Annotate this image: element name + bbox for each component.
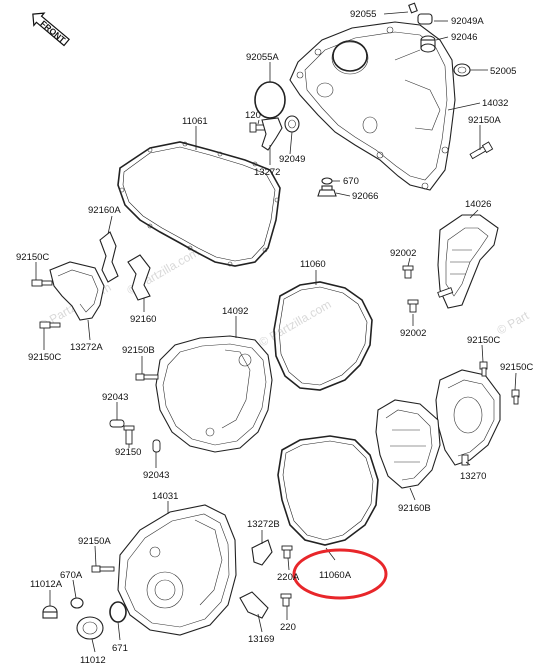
front-label: FRONT xyxy=(39,18,68,45)
bolt-92150[interactable] xyxy=(123,425,135,445)
gasket-11060A[interactable] xyxy=(277,435,379,546)
bolt-220[interactable] xyxy=(280,593,292,607)
bolt-92150C-b[interactable] xyxy=(39,321,61,329)
label-120[interactable]: 120 xyxy=(245,110,261,121)
plate-13272[interactable] xyxy=(261,117,283,151)
label-11012[interactable]: 11012 xyxy=(80,655,106,666)
label-92150C-c[interactable]: 92150C xyxy=(467,335,500,346)
leader-lines xyxy=(35,11,517,653)
part-labels: 92055 92049A 92046 52005 14032 92150A 92… xyxy=(16,9,533,666)
label-92055A[interactable]: 92055A xyxy=(246,52,279,63)
label-670[interactable]: 670 xyxy=(343,176,359,187)
o-ring-92055[interactable] xyxy=(332,40,368,72)
cover-14031[interactable] xyxy=(117,504,237,636)
bolt-92002-b[interactable] xyxy=(407,299,419,313)
gasket-11061[interactable] xyxy=(117,141,281,267)
label-52005[interactable]: 52005 xyxy=(490,66,516,77)
cover-14092[interactable] xyxy=(155,335,273,453)
label-92150A[interactable]: 92150A xyxy=(468,115,501,126)
bolt-92002-a[interactable] xyxy=(402,265,414,279)
bolt-13270-lower[interactable] xyxy=(461,454,469,466)
label-92043-b[interactable]: 92043 xyxy=(143,470,169,481)
label-220A[interactable]: 220A xyxy=(277,572,300,583)
label-92160B[interactable]: 92160B xyxy=(398,503,431,514)
label-13272B[interactable]: 13272B xyxy=(247,519,280,530)
label-11060[interactable]: 11060 xyxy=(300,259,326,270)
label-14031[interactable]: 14031 xyxy=(152,491,178,502)
bolt-220A[interactable] xyxy=(281,545,293,559)
bolt-92150A-lower[interactable] xyxy=(91,565,115,573)
label-92002-b[interactable]: 92002 xyxy=(400,328,426,339)
label-92160[interactable]: 92160 xyxy=(130,314,156,325)
label-92150[interactable]: 92150 xyxy=(115,447,141,458)
label-11061[interactable]: 11061 xyxy=(182,116,208,127)
cover-14032[interactable] xyxy=(289,21,456,191)
o-ring-671[interactable] xyxy=(109,601,127,623)
highlight-circle xyxy=(292,548,388,600)
plate-13270[interactable] xyxy=(435,369,501,466)
seal-92049[interactable] xyxy=(284,115,300,133)
bolt-92150C-mid[interactable] xyxy=(437,287,454,298)
label-92150B[interactable]: 92150B xyxy=(122,345,155,356)
bolt-92150C-a[interactable] xyxy=(31,279,53,287)
bolt-92150B[interactable] xyxy=(135,373,159,381)
damper-92160B[interactable] xyxy=(375,399,441,489)
label-92150C-a[interactable]: 92150C xyxy=(16,252,49,263)
label-13272A[interactable]: 13272A xyxy=(70,342,103,353)
label-92049A[interactable]: 92049A xyxy=(451,16,484,27)
label-92049[interactable]: 92049 xyxy=(279,154,305,165)
watermark: © Part xyxy=(495,308,532,338)
label-14032[interactable]: 14032 xyxy=(482,98,508,109)
label-92150C-b[interactable]: 92150C xyxy=(28,352,61,363)
label-92043-a[interactable]: 92043 xyxy=(102,392,128,403)
dowel-92043-b[interactable] xyxy=(152,439,161,453)
plate-13272A[interactable] xyxy=(49,261,105,321)
part-670[interactable] xyxy=(321,177,333,185)
label-92150A-b[interactable]: 92150A xyxy=(78,536,111,547)
bolt-92150A[interactable] xyxy=(469,141,494,160)
label-14092[interactable]: 14092 xyxy=(222,306,248,317)
plate-13169[interactable] xyxy=(239,591,269,619)
label-92002-a[interactable]: 92002 xyxy=(390,248,416,259)
label-671[interactable]: 671 xyxy=(112,643,128,654)
o-ring-670A[interactable] xyxy=(70,597,84,609)
damper-92160[interactable] xyxy=(127,254,151,301)
label-92055[interactable]: 92055 xyxy=(350,9,376,20)
label-92046[interactable]: 92046 xyxy=(451,32,477,43)
gasket-11060[interactable] xyxy=(273,281,373,391)
label-14026[interactable]: 14026 xyxy=(465,199,491,210)
label-11060A[interactable]: 11060A xyxy=(319,570,352,581)
part-92046[interactable] xyxy=(420,35,436,53)
label-13270[interactable]: 13270 xyxy=(460,471,486,482)
front-arrow-icon: FRONT xyxy=(32,12,70,47)
label-92066[interactable]: 92066 xyxy=(352,191,378,202)
dowel-92043-a[interactable] xyxy=(109,419,125,428)
label-11012A[interactable]: 11012A xyxy=(30,579,63,590)
plug-11012A[interactable] xyxy=(42,605,58,619)
plug-11012[interactable] xyxy=(76,616,104,640)
part-92049A[interactable] xyxy=(408,2,433,25)
part-92066[interactable] xyxy=(317,185,337,197)
label-13272[interactable]: 13272 xyxy=(254,167,280,178)
cover-14026[interactable] xyxy=(437,214,499,309)
damper-92160A[interactable] xyxy=(99,231,119,283)
part-52005[interactable] xyxy=(453,63,471,77)
bolt-92150C-d[interactable] xyxy=(511,389,520,405)
bolt-92150C-c[interactable] xyxy=(479,361,488,377)
label-670A[interactable]: 670A xyxy=(60,570,83,581)
watermark: © Partzilla.com xyxy=(257,297,334,350)
label-92160A[interactable]: 92160A xyxy=(88,205,121,216)
plate-13272B[interactable] xyxy=(251,539,273,566)
label-13169[interactable]: 13169 xyxy=(248,634,274,645)
label-220[interactable]: 220 xyxy=(280,622,296,633)
label-92150C-d[interactable]: 92150C xyxy=(500,362,533,373)
